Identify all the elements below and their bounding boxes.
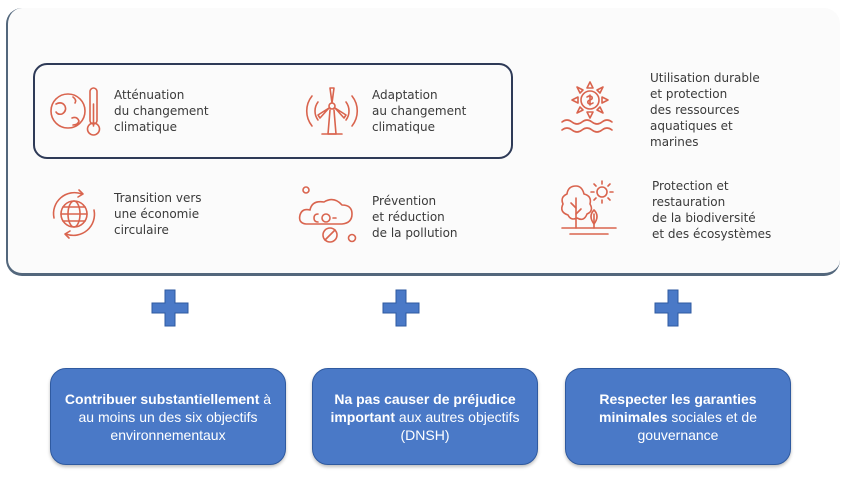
plus-icon	[653, 288, 693, 328]
criterion-bold: Na pas causer de préjudice important	[330, 390, 516, 425]
criterion-dnsh: Na pas causer de préjudice important aux…	[312, 368, 538, 465]
criterion-rest: aux autres objectifs (DNSH)	[395, 408, 520, 443]
criterion-rest: à au moins un des six objectifs environn…	[78, 390, 272, 443]
objective-pollution-prevention: Prévention et réduction de la pollution	[296, 184, 458, 250]
objective-label: Utilisation durable et protection des re…	[650, 71, 760, 149]
co2-cloud-icon	[298, 186, 357, 243]
criterion-bold: Contribuer substantiellement	[64, 390, 260, 407]
circular-globe-icon	[52, 189, 96, 239]
plus-icon	[381, 288, 421, 328]
criterion-safeguards: Respecter les garanties minimales social…	[565, 368, 791, 465]
climate-objectives-group	[33, 63, 513, 159]
sun-water-icon	[561, 81, 613, 133]
criterion-rest: sociales et de gouvernance	[637, 408, 757, 443]
criterion-bold: Respecter les garanties minimales	[599, 390, 757, 425]
objective-label: Prévention et réduction de la pollution	[372, 194, 458, 240]
wind-turbine-icon	[305, 87, 359, 135]
objective-label: Adaptation au changement climatique	[372, 88, 467, 134]
objective-label: Atténuation du changement climatique	[114, 88, 209, 134]
objective-climate-mitigation: Atténuation du changement climatique	[46, 82, 209, 140]
trees-sun-icon	[561, 180, 617, 235]
plus-icon	[150, 288, 190, 328]
globe-thermometer-icon	[50, 87, 101, 136]
objective-circular-economy: Transition vers une économie circulaire	[46, 184, 202, 244]
objectives-panel	[6, 8, 840, 276]
objective-label: Protection et restauration de la biodive…	[652, 179, 772, 241]
objective-climate-adaptation: Adaptation au changement climatique	[300, 82, 466, 140]
criterion-contribute: Contribuer substantiellement à au moins …	[50, 368, 286, 465]
objective-biodiversity: Protection et restauration de la biodive…	[556, 178, 771, 242]
objective-label: Transition vers une économie circulaire	[114, 191, 202, 237]
objective-water-resources: Utilisation durable et protection des re…	[556, 70, 760, 150]
